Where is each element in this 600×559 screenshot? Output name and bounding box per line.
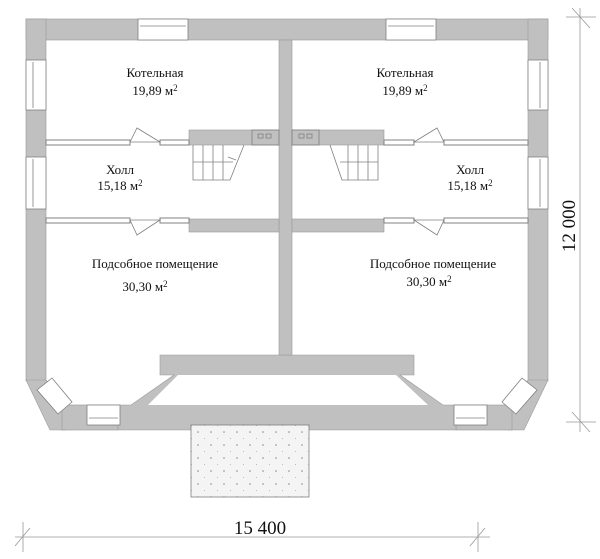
- thin-partition-4: [443, 139, 529, 146]
- room-name-boiler-left: Котельная: [126, 65, 184, 80]
- thin-partition-1: [45, 139, 131, 146]
- doors: [129, 127, 445, 236]
- thin-partition-3: [383, 139, 415, 146]
- room-area-utility-right: 30,30 м2: [374, 274, 484, 290]
- recess-inner: [148, 375, 428, 405]
- thin-partition-2: [159, 139, 190, 146]
- room-area-boiler-right: 19,89 м2: [350, 83, 460, 99]
- stair-wall-left: [188, 129, 280, 146]
- thin-partition-7: [383, 217, 415, 224]
- area-unit: м: [129, 178, 139, 193]
- thin-partition-8: [443, 217, 529, 224]
- room-name-hall-left: Холл: [106, 162, 134, 177]
- area-unit: м: [414, 83, 424, 98]
- area-value: 15,18: [447, 178, 477, 193]
- area-unit-exponent: 2: [423, 83, 428, 93]
- central-wall: [278, 39, 293, 356]
- area-value: 30,30: [122, 279, 152, 294]
- thin-partition-6: [159, 217, 190, 224]
- room-name-utility-right: Подсобное помещение: [369, 256, 497, 271]
- area-unit-exponent: 2: [488, 178, 493, 188]
- room-area-utility-left: 30,30 м2: [90, 279, 200, 295]
- area-unit: м: [479, 178, 489, 193]
- room-name-boiler-right: Котельная: [376, 65, 434, 80]
- dimension-width-label: 15 400: [233, 518, 287, 539]
- chimney-vents: [251, 129, 320, 146]
- porch-slab: [190, 424, 310, 498]
- area-value: 19,89: [382, 83, 412, 98]
- room-name-utility-left: Подсобное помещение: [91, 256, 219, 271]
- area-value: 19,89: [132, 83, 162, 98]
- dimension-lines: [14, 7, 596, 552]
- top-wall: [25, 18, 549, 41]
- area-unit: м: [164, 83, 174, 98]
- area-unit: м: [154, 279, 164, 294]
- room-name-hall-right: Холл: [456, 162, 484, 177]
- stair-wall-right: [291, 129, 385, 146]
- area-value: 30,30: [406, 274, 436, 289]
- stairs: [192, 144, 379, 181]
- room-area-hall-left: 15,18 м2: [70, 178, 170, 194]
- partition-right: [291, 218, 385, 233]
- area-unit: м: [438, 274, 448, 289]
- area-unit-exponent: 2: [173, 83, 178, 93]
- area-unit-exponent: 2: [447, 274, 452, 284]
- area-unit-exponent: 2: [138, 178, 143, 188]
- thin-partition-5: [45, 217, 131, 224]
- area-unit-exponent: 2: [163, 279, 168, 289]
- room-area-boiler-left: 19,89 м2: [100, 83, 210, 99]
- dimension-height-label: 12 000: [559, 199, 580, 253]
- area-value: 15,18: [97, 178, 127, 193]
- windows: [25, 18, 549, 426]
- partition-left: [188, 218, 280, 233]
- room-area-hall-right: 15,18 м2: [420, 178, 520, 194]
